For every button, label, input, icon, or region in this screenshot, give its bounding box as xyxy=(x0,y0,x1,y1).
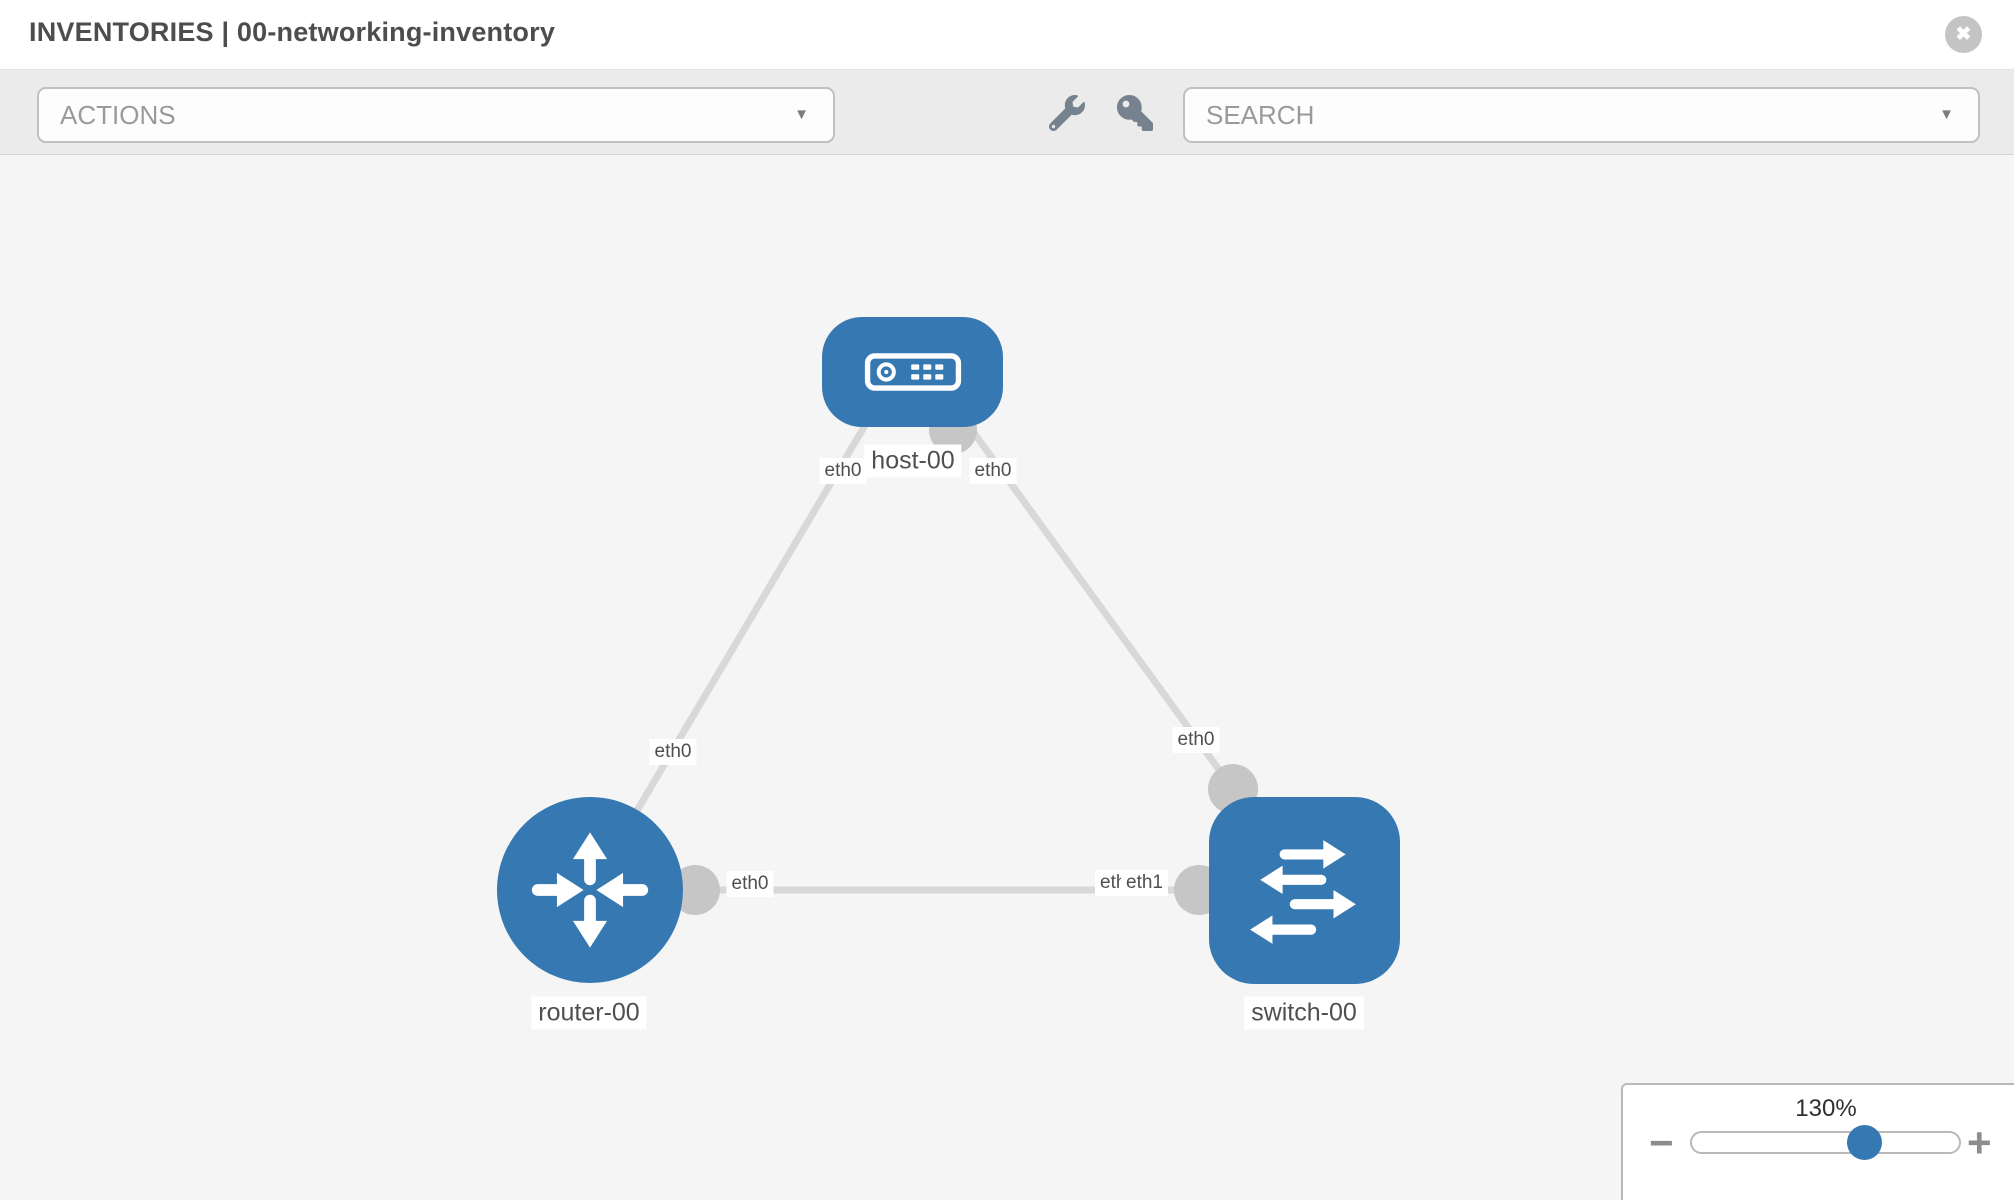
caret-down-icon: ▼ xyxy=(794,106,809,123)
search-dropdown-label: SEARCH xyxy=(1206,100,1315,130)
header: INVENTORIES | 00-networking-inventory ✖ xyxy=(0,0,2014,70)
zoom-level-value: 130% xyxy=(1795,1095,1857,1122)
interface-label-switch-eth1: eth1 xyxy=(1121,870,1168,896)
node-host-00[interactable] xyxy=(822,317,1003,427)
interface-label-host-eth0-right: eth0 xyxy=(969,458,1017,484)
toolbar: ACTIONS ▼ SEARCH ▼ xyxy=(0,70,2014,155)
zoom-out-button[interactable]: − xyxy=(1649,1119,1674,1166)
node-label-host-00[interactable]: host-00 xyxy=(864,444,962,478)
key-icon[interactable] xyxy=(1117,95,1153,131)
zoom-slider-handle[interactable] xyxy=(1847,1125,1882,1160)
links-layer xyxy=(586,397,1304,915)
interface-label-host-eth0-left: eth0 xyxy=(819,458,867,484)
actions-dropdown[interactable]: ACTIONS ▼ xyxy=(37,87,835,143)
actions-dropdown-label: ACTIONS xyxy=(60,100,176,130)
interface-label-router-eth0: eth0 xyxy=(726,871,774,897)
interface-label-router-link-eth0: eth0 xyxy=(649,739,697,765)
zoom-in-button[interactable]: + xyxy=(1967,1119,1992,1166)
host-icon xyxy=(864,353,961,391)
search-dropdown[interactable]: SEARCH ▼ xyxy=(1183,87,1980,143)
node-label-switch-00[interactable]: switch-00 xyxy=(1244,996,1364,1030)
port-router-right[interactable] xyxy=(670,865,720,915)
switch-icon xyxy=(1249,839,1356,944)
page-title: INVENTORIES | 00-networking-inventory xyxy=(29,17,556,47)
zoom-control-panel: 130% − + xyxy=(1621,1083,2014,1200)
close-icon[interactable]: ✖ xyxy=(1945,16,1982,53)
router-icon xyxy=(531,832,649,948)
wrench-icon[interactable] xyxy=(1049,95,1085,131)
topology-canvas[interactable]: host-00 router-00 switch-00 eth0 eth0 et… xyxy=(0,155,2014,1200)
interface-label-switch-eth0-overlapped: eth0 xyxy=(1095,870,1125,896)
node-label-router-00[interactable]: router-00 xyxy=(531,996,647,1030)
caret-down-icon: ▼ xyxy=(1939,106,1954,123)
node-switch-00[interactable] xyxy=(1209,797,1400,984)
zoom-slider-track[interactable] xyxy=(1690,1131,1961,1154)
interface-label-switch-link-eth0: eth0 xyxy=(1172,727,1220,753)
node-router-00[interactable] xyxy=(497,797,683,983)
